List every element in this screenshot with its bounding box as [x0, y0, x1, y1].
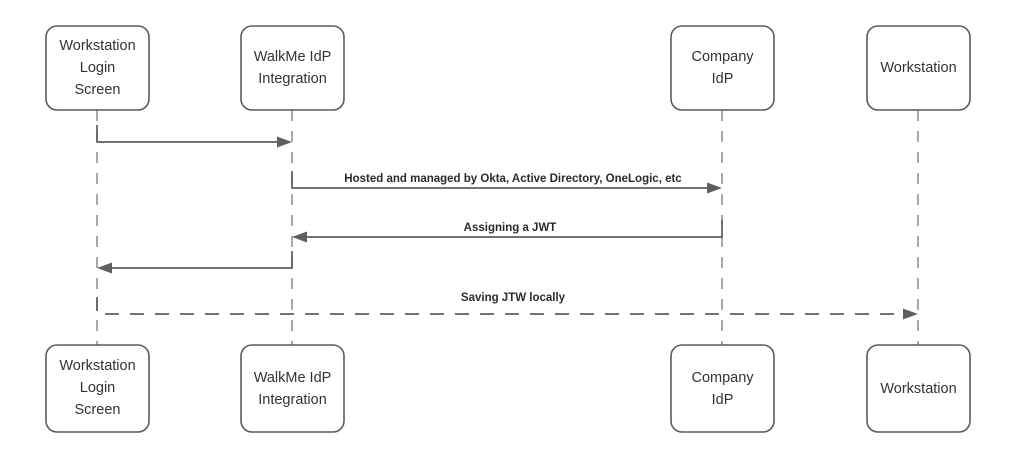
participant-box[interactable] [866, 344, 971, 433]
participant-top-workstation-login-screen[interactable]: Workstation Login Screen [45, 25, 150, 111]
participant-bottom-walkme-idp-integration[interactable]: WalkMe IdP Integration [240, 344, 345, 433]
participant-top-company-idp[interactable]: Company IdP [670, 25, 775, 111]
participant-label-line-2: Login [80, 60, 115, 76]
message-arrowhead [903, 308, 918, 320]
message-line[interactable] [291, 171, 715, 189]
message-line[interactable] [96, 297, 911, 315]
participant-box[interactable] [866, 25, 971, 111]
participant-label-line-1: Company [691, 49, 754, 65]
participant-label-line-1: Workstation [59, 38, 135, 54]
participants-top: Workstation Login Screen WalkMe IdP Inte… [45, 25, 971, 111]
participants-bottom: Workstation Login Screen WalkMe IdP Inte… [45, 344, 971, 433]
participant-label-line-2: Integration [258, 392, 327, 408]
message-5[interactable]: Saving JTW locally [96, 292, 918, 320]
participant-label-line-3: Screen [75, 82, 121, 98]
participant-label-line-1: Workstation [880, 381, 956, 397]
participant-label-line-2: Integration [258, 71, 327, 87]
message-label: Hosted and managed by Okta, Active Direc… [344, 173, 682, 185]
message-line[interactable] [104, 251, 293, 269]
message-line[interactable] [299, 220, 723, 238]
participant-label-line-1: Workstation [880, 60, 956, 76]
participant-bottom-workstation[interactable]: Workstation [866, 344, 971, 433]
messages-layer: Hosted and managed by Okta, Active Direc… [96, 125, 918, 320]
participant-label-line-3: Screen [75, 402, 121, 418]
participant-top-walkme-idp-integration[interactable]: WalkMe IdP Integration [240, 25, 345, 111]
message-arrowhead [277, 136, 292, 148]
participant-label-line-2: Login [80, 380, 115, 396]
participant-top-workstation[interactable]: Workstation [866, 25, 971, 111]
participant-box[interactable] [45, 25, 150, 111]
participant-label-line-2: IdP [712, 392, 734, 408]
message-arrowhead [707, 182, 722, 194]
message-arrowhead [97, 262, 112, 274]
participant-label-line-1: Workstation [59, 358, 135, 374]
message-line[interactable] [96, 125, 285, 143]
participant-bottom-company-idp[interactable]: Company IdP [670, 344, 775, 433]
participant-label-line-1: WalkMe IdP [254, 49, 332, 65]
message-label: Assigning a JWT [464, 222, 557, 234]
message-arrowhead [292, 231, 307, 243]
participant-box[interactable] [670, 25, 775, 111]
participant-box[interactable] [45, 344, 150, 433]
message-1[interactable] [96, 125, 292, 148]
message-3[interactable]: Assigning a JWT [292, 220, 723, 243]
message-4[interactable] [97, 251, 293, 274]
participant-box[interactable] [240, 344, 345, 433]
participant-box[interactable] [240, 25, 345, 111]
message-2[interactable]: Hosted and managed by Okta, Active Direc… [291, 171, 722, 194]
participant-box[interactable] [670, 344, 775, 433]
participant-label-line-2: IdP [712, 71, 734, 87]
participant-label-line-1: Company [691, 370, 754, 386]
participant-bottom-workstation-login-screen[interactable]: Workstation Login Screen [45, 344, 150, 433]
message-label: Saving JTW locally [461, 292, 566, 304]
participant-label-line-1: WalkMe IdP [254, 370, 332, 386]
